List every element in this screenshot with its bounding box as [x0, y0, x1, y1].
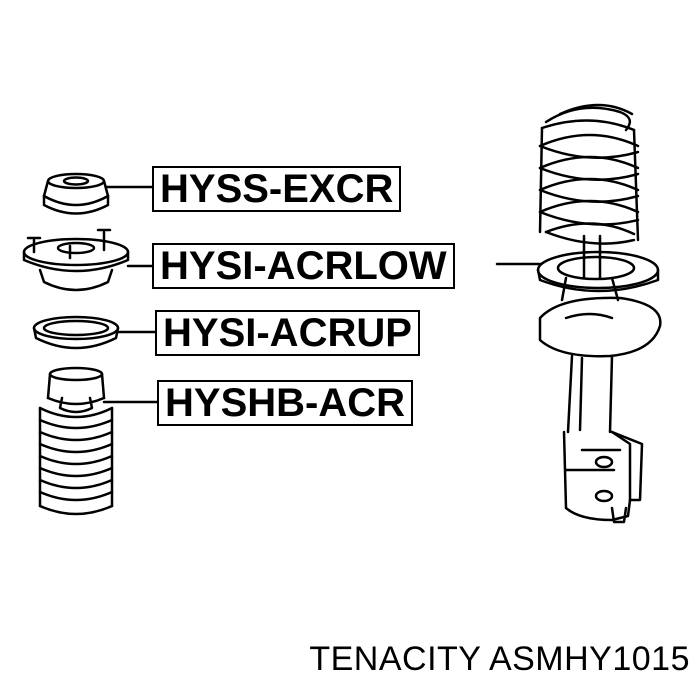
- product-caption: TENACITY ASMHY1015: [309, 640, 690, 678]
- upper-spring-seat-part: [32, 315, 120, 350]
- part-label-dust-boot: HYSHB-ACR: [157, 380, 413, 426]
- dust-boot-part: [38, 366, 114, 516]
- strut-assembly-part: [536, 103, 662, 524]
- lower-spring-seat-part: [22, 228, 130, 292]
- part-label-upper-mount: HYSS-EXCR: [152, 166, 402, 212]
- part-label-lower-spring-seat: HYSI-ACRLOW: [152, 243, 455, 289]
- part-label-upper-spring-seat: HYSI-ACRUP: [155, 310, 420, 356]
- leader-lines: [102, 185, 542, 404]
- upper-mount-part: [42, 172, 110, 215]
